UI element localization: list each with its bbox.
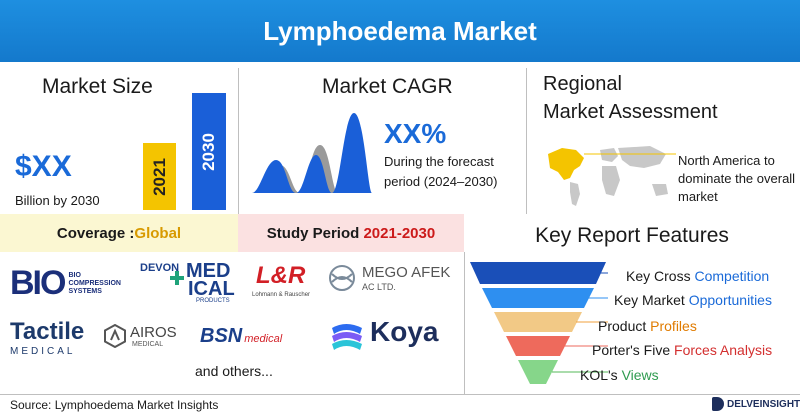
funnel-graphic	[470, 262, 608, 384]
logo-koya: Koya	[330, 316, 450, 356]
regional-text: North America to dominate the overall ma…	[678, 153, 796, 204]
cagr-value: XX%	[384, 118, 447, 149]
bar-2021: 2021	[143, 143, 176, 210]
logo-koya-text: Koya	[370, 316, 439, 347]
divider	[526, 68, 527, 214]
logo-bio-text: BIO	[10, 264, 66, 302]
logo-devon-med: MED	[186, 260, 231, 282]
world-map-icon	[548, 146, 676, 206]
market-size-title: Market Size	[42, 75, 153, 98]
logo-text: SYSTEMS	[68, 287, 102, 295]
logo-tactile-medical: Tactile MEDICAL	[10, 318, 100, 358]
feature-item: Porter's Five Forces Analysis	[592, 342, 772, 358]
divider	[0, 394, 800, 395]
logo-bio-compression: BIO BIO COMPRESSION SYSTEMS	[10, 264, 121, 303]
study-period-value: 2021-2030	[363, 224, 436, 242]
feature-highlight: Views	[621, 367, 659, 383]
regional-title-line2: Market Assessment	[543, 101, 718, 123]
feature-item: Key Market Opportunities	[614, 292, 772, 308]
logo-devon-top: DEVON	[140, 262, 180, 274]
logo-devon-ical: ICAL	[188, 278, 235, 300]
logo-mego-text: MEGO AFEK	[362, 264, 451, 281]
logo-airos-sub: MEDICAL	[132, 341, 164, 348]
feature-prefix: Porter's Five	[592, 342, 675, 358]
brand-text: DELVEINSIGHT	[727, 398, 800, 410]
regional-title-line1: Regional	[543, 73, 622, 95]
bar-label: 2030	[199, 132, 219, 171]
logo-bsn-sub: medical	[244, 333, 283, 345]
logo-devon-medical: DEVON MED ICAL PRODUCTS	[140, 260, 240, 304]
mego-globe-icon	[329, 265, 355, 291]
logo-tactile-text: Tactile	[10, 318, 85, 345]
feature-prefix: KOL's	[580, 367, 622, 383]
logo-tactile-sub: MEDICAL	[10, 346, 76, 357]
logo-bsn-medical: BSN medical	[200, 325, 282, 348]
page-title-text: Lymphoedema Market	[263, 15, 537, 46]
logo-lohmann-rauscher: L&R Lohmann & Rauscher	[252, 262, 322, 300]
regional-title: Regional Market Assessment	[543, 70, 718, 126]
feature-highlight: Competition	[694, 268, 770, 284]
logo-airos-medical: AIROS MEDICAL	[104, 322, 194, 352]
bar-2030: 2030	[192, 93, 226, 210]
logo-mego-sub: AC LTD.	[362, 282, 396, 292]
airos-hex-icon	[104, 324, 126, 348]
bar-label: 2021	[149, 157, 169, 196]
others-label: and others...	[195, 363, 273, 379]
cagr-title: Market CAGR	[322, 75, 453, 98]
logo-text: BIO	[68, 271, 81, 279]
feature-prefix: Product	[598, 318, 651, 334]
divider	[464, 252, 465, 394]
page-title: Lymphoedema Market	[0, 0, 800, 62]
logo-mego-afek: MEGO AFEK AC LTD.	[328, 262, 458, 298]
koya-wave-icon	[332, 324, 362, 350]
source-note: Source: Lymphoedema Market Insights	[10, 398, 219, 412]
logo-lr-sub: Lohmann & Rauscher	[252, 292, 311, 298]
study-period-strip: Study Period 2021-2030	[238, 214, 464, 252]
feature-prefix: Key Market	[614, 292, 689, 308]
study-period-label: Study Period	[266, 224, 360, 242]
delveinsight-logo-icon	[712, 397, 724, 411]
cagr-subtitle: During the forecast period (2024–2030)	[384, 154, 498, 189]
coverage-label: Coverage :	[56, 224, 135, 242]
feature-item: KOL's Views	[580, 367, 659, 383]
logo-devon-sub: PRODUCTS	[196, 298, 230, 304]
growth-wave-icon	[252, 113, 372, 193]
coverage-strip: Coverage : Global	[0, 214, 238, 252]
logo-text: COMPRESSION	[68, 279, 121, 287]
key-features-title: Key Report Features	[535, 224, 729, 247]
feature-item: Key Cross Competition	[626, 268, 769, 284]
logo-airos-text: AIROS	[130, 324, 177, 341]
logo-lr-text: L&R	[256, 262, 306, 289]
divider	[238, 68, 239, 214]
feature-prefix: Key Cross	[626, 268, 695, 284]
feature-highlight: Forces Analysis	[674, 342, 773, 358]
cross-icon	[175, 271, 179, 285]
coverage-value: Global	[134, 224, 182, 242]
feature-highlight: Profiles	[650, 318, 697, 334]
logo-bio-sub: BIO COMPRESSION SYSTEMS	[68, 272, 121, 296]
logo-bsn-text: BSN	[200, 325, 243, 347]
feature-highlight: Opportunities	[688, 292, 772, 308]
feature-item: Product Profiles	[598, 318, 697, 334]
brand-logo: DELVEINSIGHT	[712, 397, 800, 411]
market-size-subtitle: Billion by 2030	[15, 193, 100, 208]
market-size-value: $XX	[15, 150, 72, 183]
